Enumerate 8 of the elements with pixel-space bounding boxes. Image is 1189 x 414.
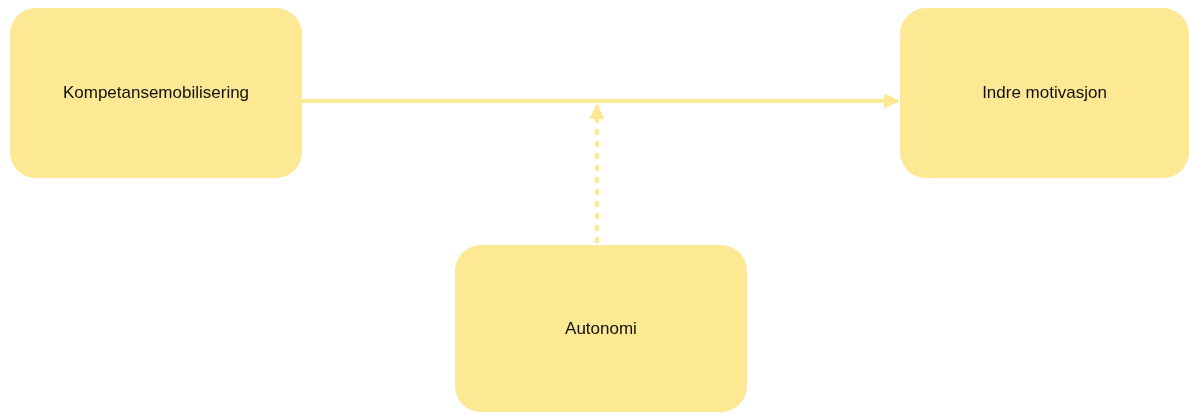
arrow: [302, 93, 900, 109]
process-box: [455, 245, 747, 412]
box-label: Indre motivasjon: [982, 83, 1107, 103]
arrow: [589, 103, 605, 243]
box-label: Autonomi: [565, 318, 637, 339]
process-box: [900, 8, 1189, 178]
process-box: [10, 8, 302, 178]
box-label: Kompetansemobilisering: [62, 83, 250, 103]
